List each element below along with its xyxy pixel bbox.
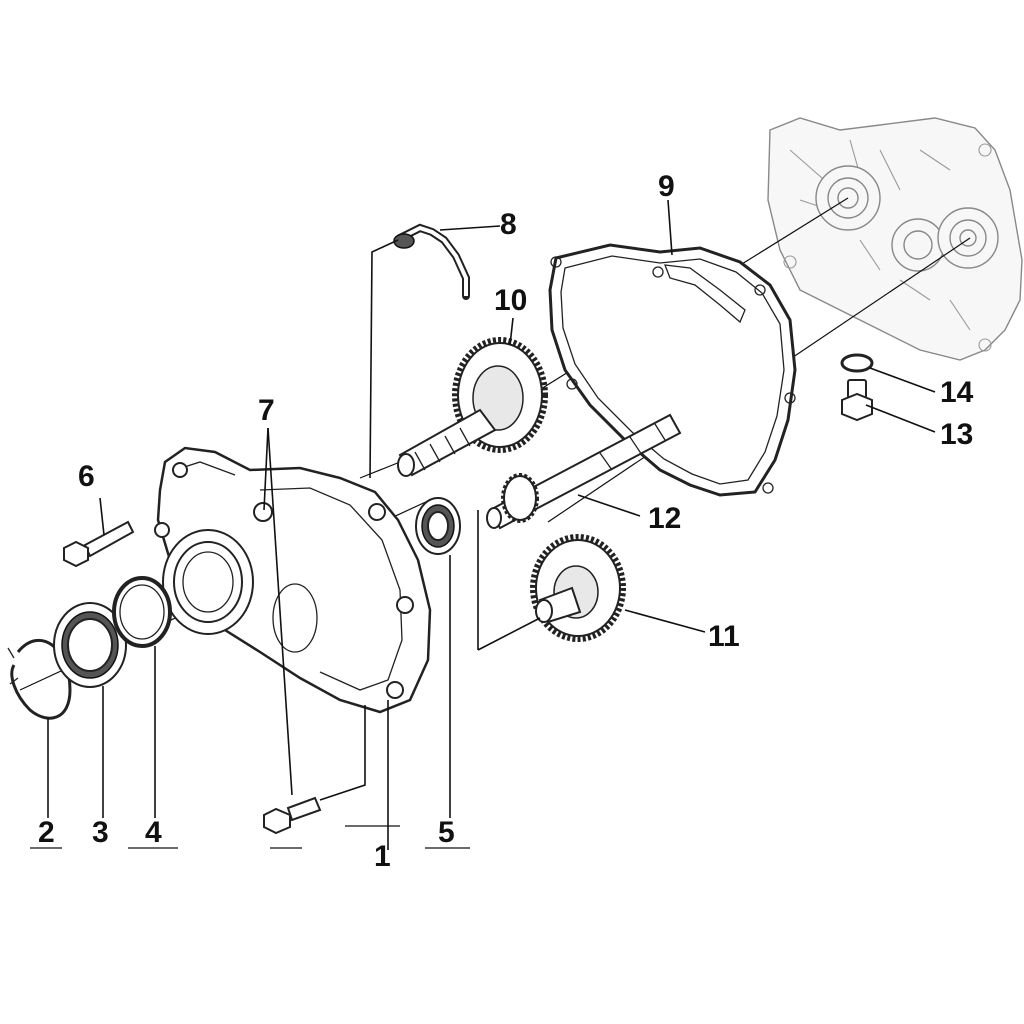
- callout-14: 14: [940, 376, 974, 409]
- callout-6: 6: [78, 460, 95, 493]
- circlip: [7, 638, 72, 720]
- transmission-cover: [154, 446, 432, 714]
- bolt-lower: [263, 796, 322, 835]
- callout-5: 5: [438, 816, 455, 849]
- leader-lines: [47, 199, 936, 850]
- callout-11: 11: [708, 620, 740, 653]
- countershaft: [486, 413, 682, 530]
- callout-9: 9: [658, 170, 675, 203]
- callout-labels: 1 2 3 4 5 6 7 8 9 10 11 12 13 14: [38, 170, 974, 873]
- callout-8: 8: [500, 208, 517, 241]
- callout-2: 2: [38, 816, 55, 849]
- crankcase-housing: [767, 117, 1023, 361]
- callout-12: 12: [648, 502, 681, 535]
- bearing: [415, 497, 461, 555]
- callout-3: 3: [92, 816, 109, 849]
- o-ring: [112, 576, 172, 648]
- breather-hose: [393, 223, 470, 300]
- callout-4: 4: [145, 816, 162, 849]
- baseline-rules: [30, 825, 470, 849]
- bolt-upper: [63, 520, 135, 568]
- primary-gear-shaft: [397, 337, 548, 477]
- callout-1: 1: [374, 840, 391, 873]
- gasket: [548, 243, 797, 497]
- callout-10: 10: [494, 284, 527, 317]
- sealing-washer: [840, 353, 874, 373]
- callout-7: 7: [258, 394, 275, 427]
- driven-gear: [530, 534, 626, 642]
- callout-13: 13: [940, 418, 973, 451]
- outer-bearing: [53, 602, 127, 688]
- drain-plug: [841, 379, 873, 422]
